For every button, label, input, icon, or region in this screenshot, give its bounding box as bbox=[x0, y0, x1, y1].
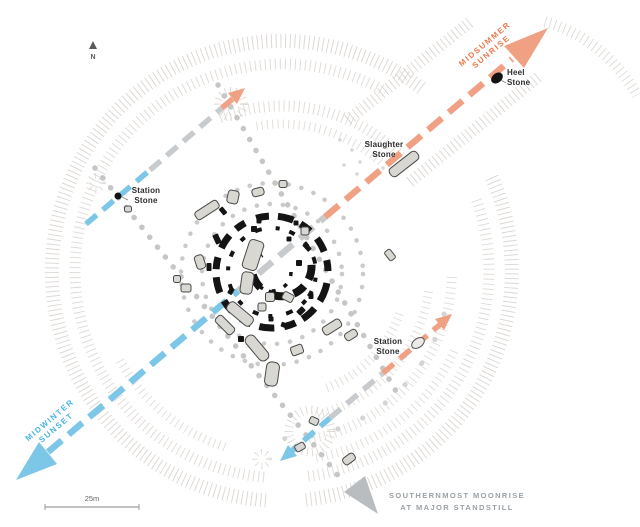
north-arrow-icon: N bbox=[89, 41, 97, 61]
henge-bank-ring bbox=[44, 33, 519, 508]
fallen-stones bbox=[124, 180, 396, 466]
svg-text:Heel: Heel bbox=[507, 68, 525, 77]
svg-text:Stone: Stone bbox=[376, 347, 400, 356]
svg-text:N: N bbox=[90, 54, 95, 61]
slaughter-stone bbox=[388, 150, 420, 178]
station-line-southeast bbox=[280, 314, 452, 461]
midwinter-arrowhead bbox=[16, 442, 57, 480]
station-stone-left-label: Station Stone bbox=[132, 186, 161, 205]
svg-text:Station: Station bbox=[132, 186, 161, 195]
south-barrow bbox=[284, 405, 336, 457]
svg-text:Stone: Stone bbox=[372, 150, 396, 159]
station-line-northwest bbox=[84, 88, 245, 227]
bluestone-fragments bbox=[206, 206, 314, 342]
svg-text:SOUTHERNMOST MOONRISE: SOUTHERNMOST MOONRISE bbox=[389, 491, 525, 500]
leader-line bbox=[500, 79, 507, 84]
west-bank-mound bbox=[86, 173, 106, 193]
scale-bar: 25m bbox=[44, 494, 140, 510]
south-entrance-mound bbox=[252, 449, 272, 469]
station-rectangle-dotted-lines bbox=[92, 82, 403, 481]
sarsen-circle bbox=[212, 212, 332, 332]
north-barrow bbox=[214, 87, 248, 121]
station-stone-left bbox=[114, 192, 122, 200]
z-holes-ring bbox=[199, 201, 345, 347]
station-stone-right-label: Station Stone bbox=[374, 337, 403, 356]
svg-text:AT MAJOR STANDSTILL: AT MAJOR STANDSTILL bbox=[400, 503, 513, 512]
slaughter-stone-label: Slaughter Stone bbox=[365, 140, 404, 159]
svg-text:Stone: Stone bbox=[507, 78, 531, 87]
midwinter-sunset-label: MIDWINTER SUNSET bbox=[24, 397, 76, 445]
leader-line bbox=[121, 196, 129, 201]
svg-text:Station: Station bbox=[374, 337, 403, 346]
station-stone-right bbox=[411, 337, 425, 349]
moonrise-arrowhead bbox=[344, 476, 378, 514]
svg-text:Stone: Stone bbox=[134, 196, 158, 205]
svg-text:Slaughter: Slaughter bbox=[365, 140, 404, 149]
heel-stone bbox=[491, 72, 503, 84]
solstice-axis bbox=[16, 28, 548, 480]
bluestone-circle bbox=[226, 226, 318, 318]
causeway-postholes bbox=[338, 138, 385, 176]
heel-stone-label: Heel Stone bbox=[507, 68, 531, 87]
svg-text:25m: 25m bbox=[85, 494, 100, 503]
moonrise-label: SOUTHERNMOST MOONRISE AT MAJOR STANDSTIL… bbox=[389, 491, 525, 512]
midsummer-arrowhead bbox=[504, 28, 548, 68]
